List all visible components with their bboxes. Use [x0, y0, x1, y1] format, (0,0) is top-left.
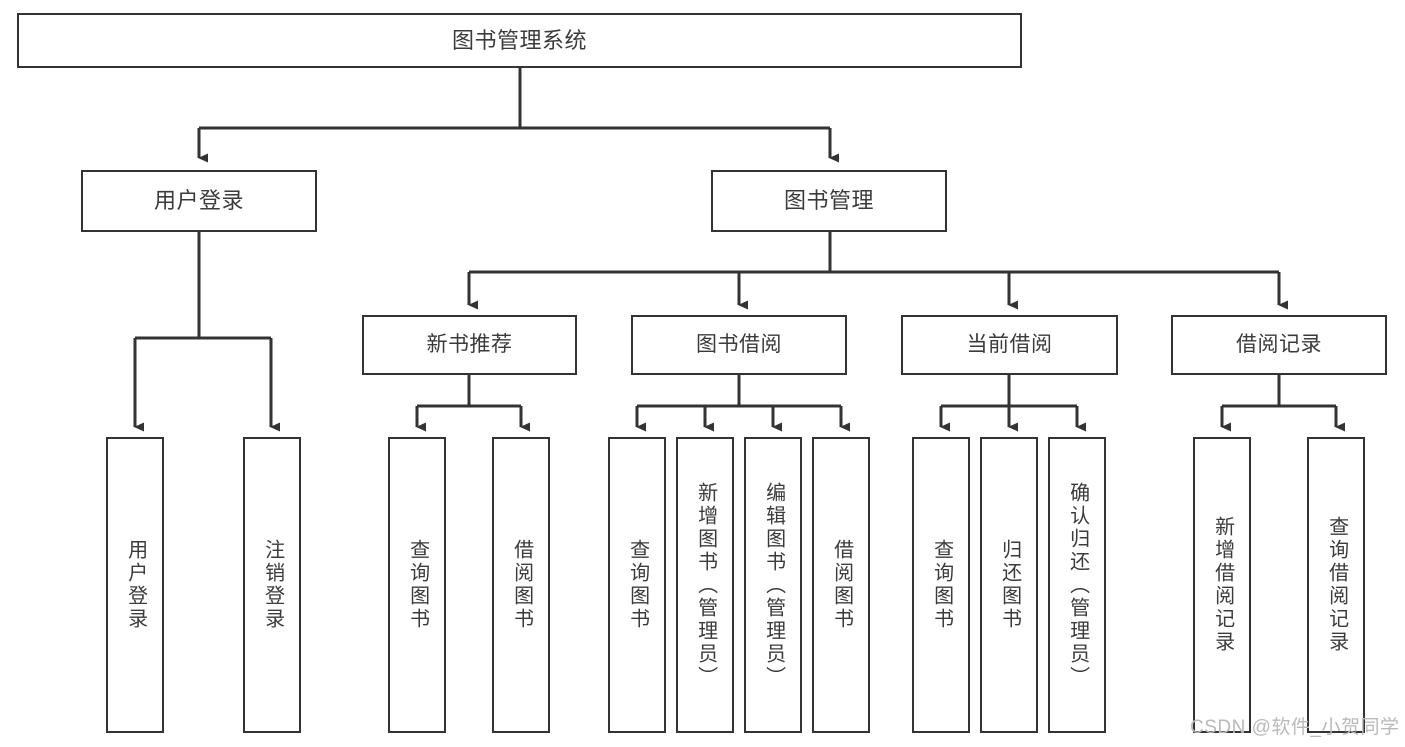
node-leaf-current-borrow-3[interactable]: 确认归还（管理员）: [1048, 437, 1106, 733]
node-leaf-current-borrow-1-label: 查询图书: [930, 539, 953, 631]
node-new-book-recommend-label: 新书推荐: [426, 332, 513, 356]
node-leaf-book-borrow-3-label: 编辑图书（管理员）: [762, 481, 785, 689]
node-leaf-book-borrow-1-label: 查询图书: [626, 539, 649, 631]
node-leaf-new-book-2[interactable]: 借阅图书: [492, 437, 550, 733]
node-leaf-current-borrow-2-label: 归还图书: [998, 539, 1021, 631]
node-leaf-new-book-1[interactable]: 查询图书: [388, 437, 446, 733]
node-book-borrow[interactable]: 图书借阅: [631, 315, 847, 375]
node-leaf-book-borrow-2-label: 新增图书（管理员）: [694, 481, 717, 689]
node-leaf-borrow-record-1[interactable]: 新增借阅记录: [1193, 437, 1251, 733]
node-root-system[interactable]: 图书管理系统: [17, 13, 1022, 68]
node-leaf-user-login-1-label: 用户登录: [124, 539, 147, 631]
node-leaf-new-book-1-label: 查询图书: [406, 539, 429, 631]
node-leaf-user-login-2-label: 注销登录: [261, 539, 284, 631]
node-root-system-label: 图书管理系统: [451, 27, 587, 53]
node-user-login[interactable]: 用户登录: [81, 170, 317, 232]
node-leaf-book-borrow-1[interactable]: 查询图书: [608, 437, 666, 733]
node-leaf-borrow-record-1-label: 新增借阅记录: [1211, 516, 1234, 654]
node-leaf-current-borrow-1[interactable]: 查询图书: [912, 437, 970, 733]
node-leaf-new-book-2-label: 借阅图书: [510, 539, 533, 631]
node-leaf-user-login-1[interactable]: 用户登录: [106, 437, 164, 733]
node-current-borrow[interactable]: 当前借阅: [901, 315, 1118, 375]
node-leaf-borrow-record-2-label: 查询借阅记录: [1325, 516, 1348, 654]
csdn-watermark: CSDN @软件_小贺同学: [1190, 717, 1400, 738]
node-book-manage-label: 图书管理: [783, 188, 874, 214]
node-leaf-current-borrow-3-label: 确认归还（管理员）: [1066, 481, 1089, 689]
node-leaf-book-borrow-3[interactable]: 编辑图书（管理员）: [744, 437, 802, 733]
node-leaf-book-borrow-2[interactable]: 新增图书（管理员）: [676, 437, 734, 733]
node-new-book-recommend[interactable]: 新书推荐: [362, 315, 577, 375]
node-leaf-book-borrow-4[interactable]: 借阅图书: [812, 437, 870, 733]
node-leaf-user-login-2[interactable]: 注销登录: [243, 437, 301, 733]
node-book-borrow-label: 图书借阅: [696, 332, 782, 356]
node-leaf-current-borrow-2[interactable]: 归还图书: [980, 437, 1038, 733]
node-book-manage[interactable]: 图书管理: [711, 170, 947, 232]
node-leaf-borrow-record-2[interactable]: 查询借阅记录: [1307, 437, 1365, 733]
node-user-login-label: 用户登录: [153, 188, 244, 214]
node-leaf-book-borrow-4-label: 借阅图书: [830, 539, 853, 631]
node-borrow-record[interactable]: 借阅记录: [1171, 315, 1387, 375]
node-current-borrow-label: 当前借阅: [966, 332, 1053, 356]
node-borrow-record-label: 借阅记录: [1236, 332, 1322, 356]
